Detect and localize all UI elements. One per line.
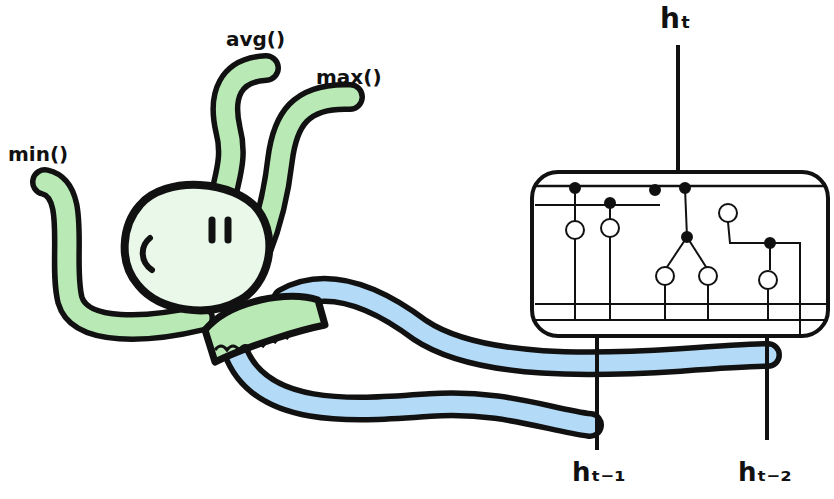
blue-tentacle [285, 290, 768, 364]
eye [143, 238, 152, 270]
function-label: avg() [226, 28, 285, 50]
signal-label: hₜ [660, 4, 691, 35]
blue-tentacle-outline [285, 290, 768, 364]
signal-label: hₜ₋₁ [572, 458, 626, 487]
function-label: max() [316, 66, 382, 88]
max-tentacle-outline [258, 97, 350, 250]
avg-tentacle-outline [222, 68, 266, 205]
avg-tentacle [222, 68, 266, 205]
max-tentacle [258, 97, 350, 250]
octopus-head [125, 185, 270, 310]
collar-frill [215, 332, 299, 350]
eye [209, 220, 216, 240]
function-label: min() [8, 143, 68, 165]
signal-label: hₜ₋₂ [738, 458, 792, 487]
lstm-cell [532, 45, 828, 450]
eye [225, 220, 232, 240]
